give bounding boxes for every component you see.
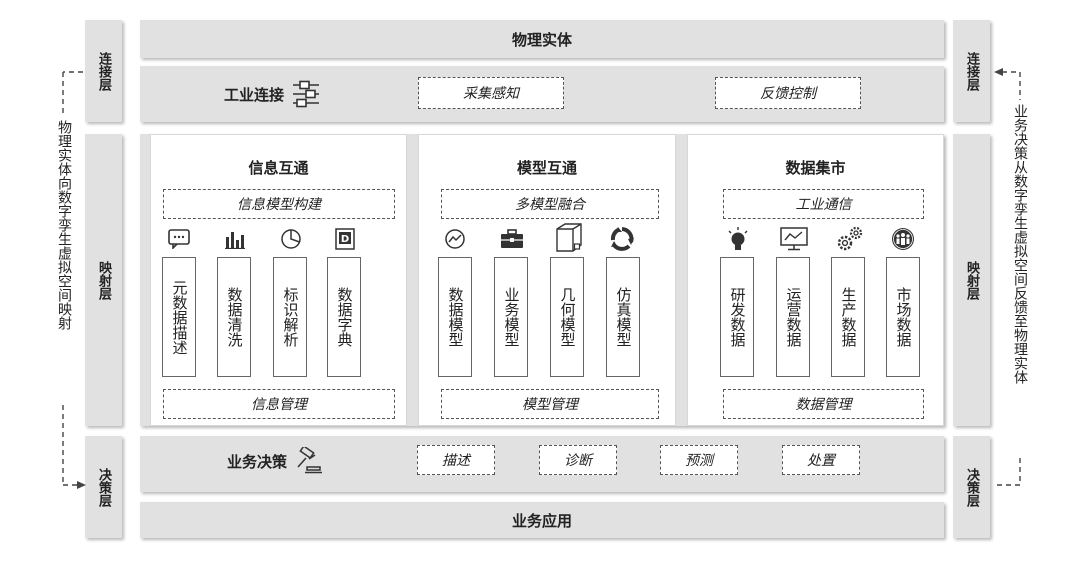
business-application-bar: 业务应用 xyxy=(140,502,944,538)
right-flow-arrow xyxy=(994,68,1021,486)
operation-data-column: 运营数据 xyxy=(776,257,810,377)
left-connect-layer-label: 连接层 xyxy=(85,20,122,122)
svg-text:D: D xyxy=(341,234,349,245)
trend-circle-icon xyxy=(441,227,469,251)
business-application-title: 业务应用 xyxy=(511,511,572,530)
info-model-build-box: 信息模型构建 xyxy=(163,189,395,219)
identifier-resolution-column: 标识解析 xyxy=(273,257,307,377)
diagnose-box: 诊断 xyxy=(539,445,617,475)
simulation-model-text: 仿真模型 xyxy=(614,287,633,347)
dispose-text: 处置 xyxy=(807,453,835,469)
data-cleaning-text: 数据清洗 xyxy=(225,287,244,347)
data-dictionary-column: 数据字典 xyxy=(327,257,361,377)
right-decision-layer-text: 决策层 xyxy=(964,467,979,507)
right-mapping-layer-label: 映射层 xyxy=(953,134,990,426)
industrial-connection-bar: 工业连接 采集感知 反馈控制 xyxy=(140,66,944,122)
collect-sense-box: 采集感知 xyxy=(418,77,564,109)
data-mart-panel: 数据集市 工业通信 研发数据 运营数据 生产数据 市场数据 数据管理 xyxy=(687,134,944,426)
predict-box: 预测 xyxy=(660,445,738,475)
physical-entity-bar: 物理实体 xyxy=(140,20,944,58)
describe-text: 描述 xyxy=(442,453,470,469)
right-flow-caption: 业务决策从数字孪生虚拟空间反馈至物理实体 xyxy=(1012,104,1028,384)
data-mart-title: 数据集市 xyxy=(785,159,846,177)
left-flow-caption: 物理实体向数字孪生虚拟空间映射 xyxy=(56,120,72,330)
cycle-icon xyxy=(608,225,636,253)
collect-sense-text: 采集感知 xyxy=(463,86,519,102)
industrial-connection-label: 工业连接 xyxy=(224,85,285,104)
right-flow-text: 业务决策从数字孪生虚拟空间反馈至物理实体 xyxy=(1012,104,1028,454)
feedback-control-text: 反馈控制 xyxy=(760,86,816,102)
production-data-column: 生产数据 xyxy=(831,257,865,377)
physical-entity-title: 物理实体 xyxy=(511,30,572,49)
data-model-column: 数据模型 xyxy=(438,257,472,377)
diagnose-text: 诊断 xyxy=(564,453,592,469)
industrial-communication-text: 工业通信 xyxy=(795,197,852,213)
right-decision-layer-label: 决策层 xyxy=(953,436,990,538)
predict-text: 预测 xyxy=(685,453,713,469)
information-interop-panel: 信息互通 信息模型构建 D 元数据描述 数据清洗 标识解析 数据字典 信息管理 xyxy=(150,134,407,426)
right-connect-layer-text: 连接层 xyxy=(964,51,979,91)
information-interop-title: 信息互通 xyxy=(248,159,309,177)
industrial-communication-box: 工业通信 xyxy=(723,189,924,219)
gears-icon xyxy=(835,225,865,253)
industrial-connection-label-group: 工业连接 xyxy=(224,66,320,122)
dispose-box: 处置 xyxy=(782,445,860,475)
data-model-text: 数据模型 xyxy=(446,287,465,347)
metadata-description-text: 元数据描述 xyxy=(170,279,189,355)
business-decision-bar: 业务决策 描述 诊断 预测 处置 xyxy=(140,436,944,492)
data-management-box: 数据管理 xyxy=(723,389,924,419)
monitor-chart-icon xyxy=(779,225,809,253)
operation-data-text: 运营数据 xyxy=(784,287,803,347)
data-management-text: 数据管理 xyxy=(795,397,852,413)
business-decision-label: 业务决策 xyxy=(227,452,288,471)
describe-box: 描述 xyxy=(417,445,495,475)
bar-chart-icon xyxy=(221,227,249,251)
market-data-text: 市场数据 xyxy=(894,287,913,347)
data-cleaning-column: 数据清洗 xyxy=(217,257,251,377)
chat-icon xyxy=(165,227,193,251)
left-decision-layer-label: 决策层 xyxy=(85,436,122,538)
geometry-model-column: 几何模型 xyxy=(550,257,584,377)
data-dictionary-text: 数据字典 xyxy=(335,287,354,347)
market-data-column: 市场数据 xyxy=(886,257,920,377)
multi-model-fusion-box: 多模型融合 xyxy=(441,189,659,219)
metadata-description-column: 元数据描述 xyxy=(162,257,196,377)
left-connect-layer-text: 连接层 xyxy=(96,51,111,91)
cube-icon xyxy=(553,221,585,255)
business-decision-label-group: 业务决策 xyxy=(227,436,323,486)
people-icon xyxy=(889,225,917,253)
production-data-text: 生产数据 xyxy=(839,287,858,347)
briefcase-icon xyxy=(498,227,526,251)
info-management-text: 信息管理 xyxy=(251,397,307,413)
sliders-icon xyxy=(292,79,320,109)
model-management-box: 模型管理 xyxy=(441,389,659,419)
left-flow-text: 物理实体向数字孪生虚拟空间映射 xyxy=(56,120,72,405)
left-mapping-layer-label: 映射层 xyxy=(85,134,122,426)
simulation-model-column: 仿真模型 xyxy=(606,257,640,377)
left-flow-arrow xyxy=(62,71,86,489)
document-icon: D xyxy=(331,227,359,251)
right-mapping-layer-text: 映射层 xyxy=(964,260,979,300)
identifier-resolution-text: 标识解析 xyxy=(281,287,300,347)
left-mapping-layer-text: 映射层 xyxy=(96,260,111,300)
business-model-column: 业务模型 xyxy=(494,257,528,377)
pie-chart-icon xyxy=(277,227,305,251)
info-management-box: 信息管理 xyxy=(163,389,395,419)
lightbulb-icon xyxy=(724,225,752,253)
left-decision-layer-text: 决策层 xyxy=(96,467,111,507)
rd-data-column: 研发数据 xyxy=(720,257,754,377)
multi-model-fusion-text: 多模型融合 xyxy=(515,197,585,213)
model-management-text: 模型管理 xyxy=(522,397,578,413)
business-model-text: 业务模型 xyxy=(502,287,521,347)
rd-data-text: 研发数据 xyxy=(728,287,747,347)
right-connect-layer-label: 连接层 xyxy=(953,20,990,122)
info-model-build-text: 信息模型构建 xyxy=(237,197,321,213)
feedback-control-box: 反馈控制 xyxy=(715,77,861,109)
geometry-model-text: 几何模型 xyxy=(558,287,577,347)
model-interop-panel: 模型互通 多模型融合 数据模型 业务模型 几何模型 仿真模型 模型管理 xyxy=(418,134,676,426)
gavel-icon xyxy=(293,447,323,475)
model-interop-title: 模型互通 xyxy=(516,159,577,177)
